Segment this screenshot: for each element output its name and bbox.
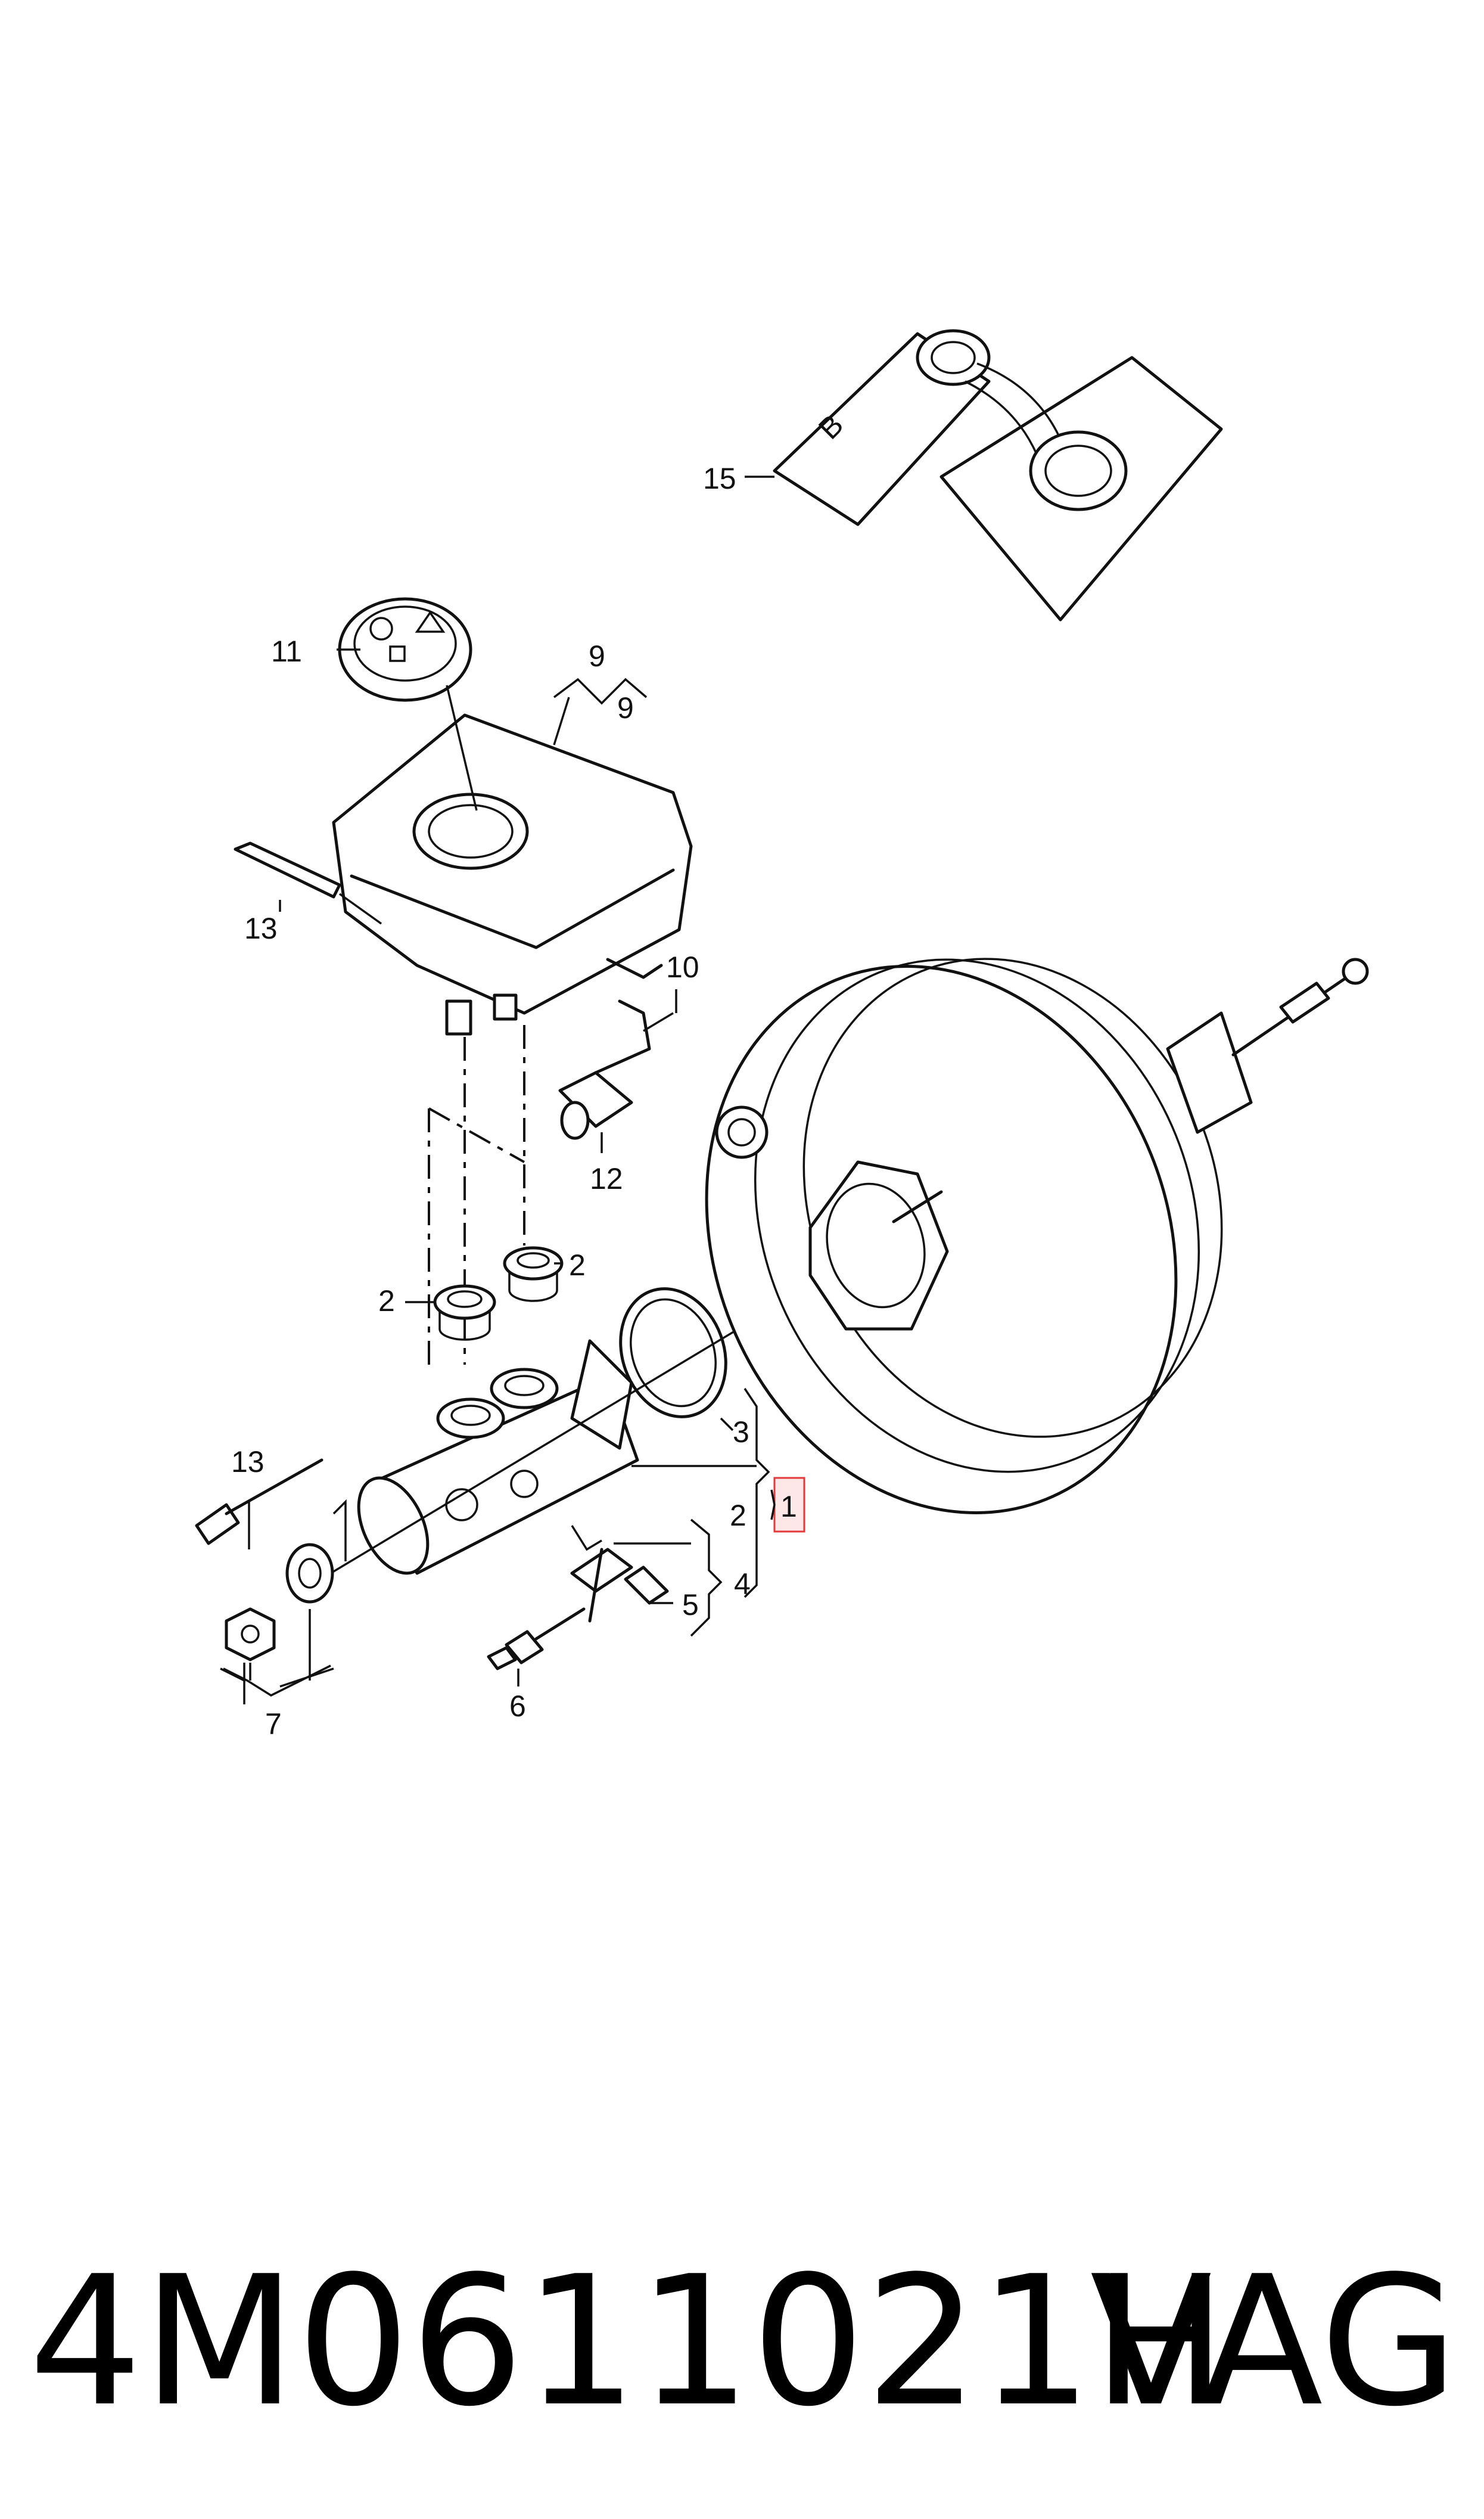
callout-2-b: 2: [378, 1284, 395, 1318]
master-brake-cylinder: [357, 1339, 639, 1575]
pressure-sensor: [487, 1548, 669, 1670]
callout-10: 11: [271, 635, 302, 668]
part-footer: 4M0611021H VAG: [29, 2253, 1458, 2431]
callout-8: 9: [589, 639, 605, 673]
mounting-bolt-13: [195, 1458, 323, 1545]
callout-6: 6: [509, 1689, 526, 1723]
callout-1-highlight[interactable]: 1: [770, 1477, 805, 1533]
reservoir-cap: [338, 597, 472, 702]
callout-4: 4: [734, 1567, 751, 1601]
grommet-upper: [503, 1246, 564, 1302]
callout-2-a: 2: [569, 1248, 586, 1282]
part-number: 4M0611021H: [29, 2238, 1227, 2446]
callout-1: 1: [780, 1490, 797, 1523]
callout-11: 12: [590, 1162, 623, 1195]
washer: [285, 1543, 334, 1604]
level-sensor: [558, 999, 674, 1140]
callout-12: 13: [244, 912, 278, 945]
callout-9-top: 9: [617, 691, 634, 725]
hex-nut: [225, 1607, 276, 1661]
callout-3: 3: [733, 1415, 749, 1449]
callout-15: 15: [703, 462, 736, 495]
brand-name: VAG: [1090, 2238, 1458, 2446]
callout-9: 10: [666, 951, 699, 984]
callout-7: 7: [265, 1707, 282, 1741]
brake-booster: [705, 958, 1369, 1514]
callout-5: 5: [682, 1588, 699, 1622]
callout-13: 13: [231, 1445, 265, 1479]
brake-fluid-reservoir: [332, 713, 693, 1036]
seal-ring: [619, 1287, 727, 1418]
screw-12: [234, 841, 382, 925]
callout-leaders: [220, 476, 774, 1704]
callout-2-c: 2: [730, 1499, 746, 1532]
inset-reservoir-tool: B: [773, 329, 1223, 622]
